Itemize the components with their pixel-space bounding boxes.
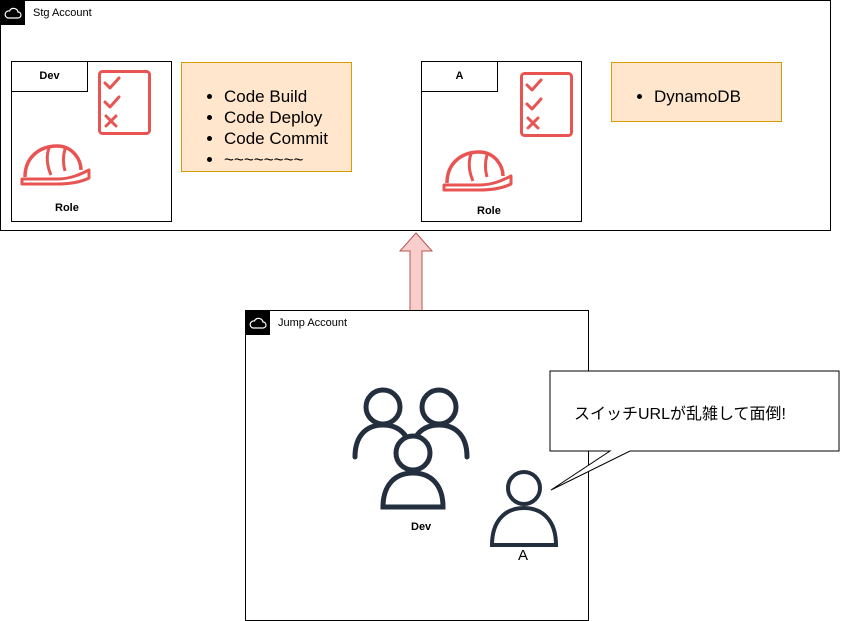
service-item: ~~~~~~~~	[224, 149, 351, 170]
a-services-note: DynamoDB	[611, 62, 782, 122]
jump-account-label: Jump Account	[278, 317, 348, 329]
service-item: Code Deploy	[224, 107, 351, 128]
dev-role-label: Role	[55, 202, 79, 214]
service-item: DynamoDB	[654, 86, 781, 107]
user-icon	[489, 470, 559, 547]
a-role-label: Role	[477, 205, 501, 217]
checklist-icon	[520, 72, 573, 137]
hard-hat-icon	[20, 144, 91, 186]
users-group-icon	[352, 387, 470, 510]
dev-role-box: Dev Role	[11, 61, 172, 222]
cloud-icon	[246, 311, 270, 335]
a-role-tab: A	[421, 61, 498, 92]
switch-role-arrow	[398, 232, 434, 312]
service-item: Code Build	[224, 86, 351, 107]
a-role-box: A Role	[421, 61, 582, 222]
callout-text: スイッチURLが乱雑して面倒!	[574, 406, 786, 423]
hard-hat-icon	[442, 150, 513, 192]
user-a-label: A	[518, 547, 529, 564]
checklist-icon	[98, 70, 151, 135]
cloud-icon	[1, 1, 25, 25]
jump-account-container: Jump Account Dev A	[245, 310, 589, 621]
stg-account-container: Stg Account Dev Role Code Build Code Dep…	[0, 0, 831, 231]
service-item: Code Commit	[224, 128, 351, 149]
dev-group-label: Dev	[411, 521, 432, 533]
dev-role-tab: Dev	[11, 61, 88, 92]
stg-account-label: Stg Account	[33, 7, 92, 19]
speech-callout	[549, 370, 840, 491]
dev-services-note: Code Build Code Deploy Code Commit ~~~~~…	[181, 62, 352, 172]
